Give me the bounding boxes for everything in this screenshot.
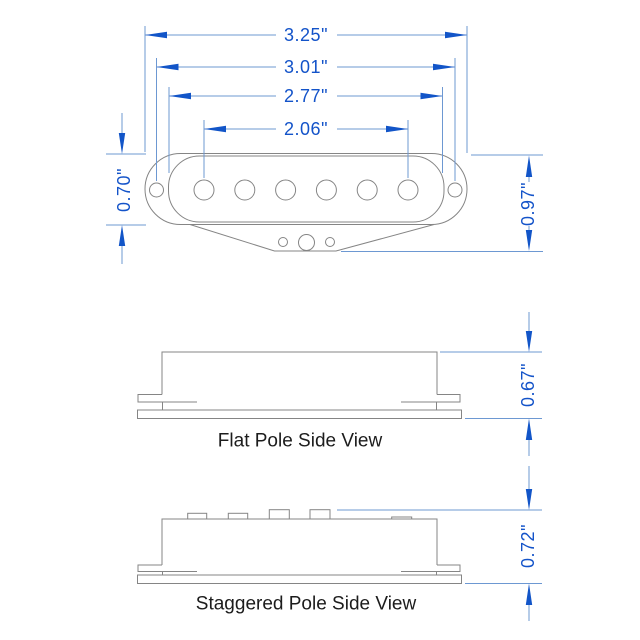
- coil-body-outline: [161, 518, 438, 565]
- flatwork-tab-right: [401, 564, 461, 572]
- base-flatwork: [137, 574, 462, 584]
- staggered-pole-tops: [187, 509, 413, 520]
- pole-top: [187, 512, 208, 520]
- pole-pieces: [193, 179, 419, 201]
- dim-label-overall-width: 3.25": [282, 25, 330, 45]
- pole-top: [309, 509, 331, 520]
- arrow-down: [525, 331, 533, 352]
- top-view-dimension-arrows: [118, 31, 533, 251]
- flatwork-tab-left: [137, 564, 197, 572]
- pole-piece: [234, 179, 256, 201]
- base-plate-holes: [278, 234, 335, 251]
- arrow-right: [445, 31, 467, 39]
- flat-view-dimension-arrows: [525, 331, 533, 440]
- flatwork-tab-right: [401, 394, 461, 403]
- pole-top: [227, 512, 249, 520]
- pole-top: [391, 516, 413, 520]
- staggered-view-dimension-arrows: [525, 489, 533, 605]
- flat-view-drawing: [137, 351, 462, 419]
- pole-piece: [193, 179, 215, 201]
- base-plate-hole: [298, 234, 315, 251]
- pole-piece: [356, 179, 378, 201]
- flatwork-tab-left: [137, 394, 197, 403]
- dim-label-mounting-hole-span: 3.01": [282, 57, 330, 77]
- base-plate-hole: [278, 237, 288, 247]
- arrow-right: [433, 63, 455, 71]
- arrow-up: [118, 225, 126, 246]
- coil-body-outline: [161, 351, 438, 395]
- pole-piece: [275, 179, 297, 201]
- arrow-down: [118, 133, 126, 154]
- dim-label-cover-width: 2.77": [282, 86, 330, 106]
- pole-top: [268, 509, 290, 520]
- arrow-down: [525, 230, 533, 251]
- dim-label-flatwork-height: 0.70": [114, 167, 134, 212]
- arrow-right: [420, 92, 443, 100]
- flat-view-caption: Flat Pole Side View: [217, 430, 383, 452]
- arrow-right: [386, 125, 408, 133]
- base-plate-outline: [189, 224, 435, 252]
- arrow-up: [525, 583, 533, 605]
- top-view-drawing: [144, 153, 468, 252]
- cover-outline: [168, 155, 445, 223]
- dim-label-staggered-pole-height: 0.72": [518, 524, 538, 568]
- mounting-hole-right: [447, 182, 463, 198]
- staggered-view-dimension-lines: [337, 466, 542, 621]
- flat-view-dimension-lines: [440, 312, 542, 456]
- arrow-left: [156, 63, 179, 71]
- pole-piece: [315, 179, 337, 201]
- staggered-view-caption: Staggered Pole Side View: [195, 593, 417, 615]
- arrow-down: [525, 489, 533, 510]
- dim-label-overall-depth: 0.97": [518, 182, 538, 226]
- arrow-up: [525, 418, 533, 440]
- staggered-view-drawing: [137, 509, 462, 584]
- base-plate-hole: [325, 237, 335, 247]
- base-flatwork: [137, 409, 462, 419]
- flatwork-outline: [144, 153, 468, 225]
- arrow-left: [169, 92, 191, 100]
- mounting-hole-left: [149, 182, 164, 198]
- arrow-up: [525, 155, 533, 177]
- dim-label-pole-span: 2.06": [282, 119, 330, 139]
- arrow-left: [204, 125, 226, 133]
- pole-piece: [397, 179, 419, 201]
- dim-label-flat-pole-height: 0.67": [518, 363, 538, 407]
- arrow-left: [145, 31, 167, 39]
